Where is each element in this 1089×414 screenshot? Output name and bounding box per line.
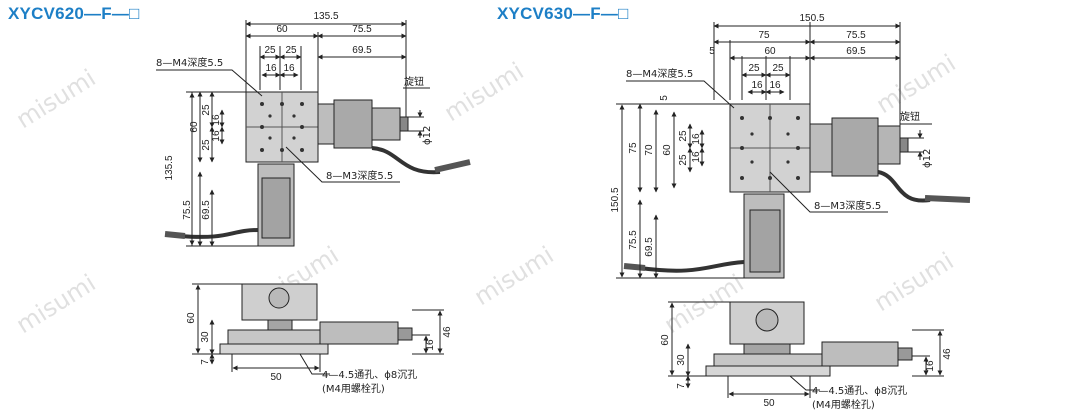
- dim-label: 16: [925, 360, 936, 372]
- dim-label: 69.5: [644, 237, 655, 257]
- dim-label: 25: [748, 63, 760, 74]
- dim-label: 75.5: [628, 230, 639, 250]
- right-top-holes: [740, 116, 800, 180]
- dim-label: 60: [662, 144, 673, 156]
- dim-label: 25: [201, 104, 212, 116]
- dim-label: 25: [285, 45, 297, 56]
- dim-label: 16: [691, 133, 702, 145]
- dim-label: 75: [758, 30, 770, 41]
- callout-m4: 8—M4深度5.5: [156, 56, 223, 69]
- dim-label: 60: [764, 46, 776, 57]
- dim-label: 50: [270, 372, 282, 383]
- dim-label: 69.5: [846, 46, 866, 57]
- dim-label: 60: [186, 312, 197, 324]
- dim-label: 25: [678, 130, 689, 142]
- dim-label: 60: [189, 121, 200, 133]
- dim-label: 16: [211, 130, 222, 142]
- dim-label: 5: [709, 46, 715, 57]
- dim-label: 60: [660, 334, 671, 346]
- right-front-view: [668, 301, 944, 398]
- left-top-holes: [260, 102, 304, 152]
- callout-m3: 8—M3深度5.5: [326, 169, 393, 182]
- callout-m3: 8—M3深度5.5: [814, 199, 881, 212]
- hole-note: 4—4.5通孔、ϕ8沉孔: [322, 368, 417, 381]
- dim-label: 16: [425, 339, 436, 351]
- dim-label: 16: [211, 114, 222, 126]
- dim-label: 7: [200, 359, 211, 365]
- dim-label: 135.5: [164, 155, 175, 180]
- dim-label: 16: [283, 63, 295, 74]
- dim-label: 50: [763, 398, 775, 409]
- hole-note: (M4用螺栓孔): [812, 398, 875, 411]
- callout-knob: 旋钮: [900, 110, 920, 123]
- dim-label: 75.5: [182, 200, 193, 220]
- dim-label: 75.5: [846, 30, 866, 41]
- dim-label: 60: [276, 24, 288, 35]
- dim-label: 16: [265, 63, 277, 74]
- left-front-view: [192, 283, 444, 375]
- dim-label: 16: [751, 80, 763, 91]
- dim-label: 75: [628, 142, 639, 154]
- dim-label: 46: [942, 348, 953, 360]
- callout-phi: ϕ12: [422, 126, 433, 145]
- dim-label: 75.5: [352, 24, 372, 35]
- dim-label: 30: [200, 331, 211, 343]
- dim-label: 25: [201, 139, 212, 151]
- dim-label: 25: [264, 45, 276, 56]
- hole-note: (M4用螺栓孔): [322, 382, 385, 395]
- callout-knob: 旋钮: [404, 75, 424, 88]
- dim-label: 46: [442, 326, 453, 338]
- dim-label: 150.5: [610, 187, 621, 212]
- dim-label: 5: [659, 95, 670, 101]
- callout-phi: ϕ12: [922, 149, 933, 168]
- callout-m4: 8—M4深度5.5: [626, 67, 693, 80]
- dim-label: 150.5: [799, 13, 824, 24]
- dim-label: 30: [676, 354, 687, 366]
- dim-label: 135.5: [313, 11, 338, 22]
- dim-label: 7: [676, 383, 687, 389]
- dim-label: 16: [769, 80, 781, 91]
- dim-label: 70: [644, 144, 655, 156]
- title-left: XYCV620—F—□: [8, 4, 140, 23]
- dim-label: 25: [772, 63, 784, 74]
- dim-label: 69.5: [352, 45, 372, 56]
- dim-label: 69.5: [201, 200, 212, 220]
- dim-label: 25: [678, 154, 689, 166]
- title-right: XYCV630—F—□: [497, 4, 629, 23]
- hole-note: 4—4.5通孔、ϕ8沉孔: [812, 384, 907, 397]
- dim-label: 16: [691, 151, 702, 163]
